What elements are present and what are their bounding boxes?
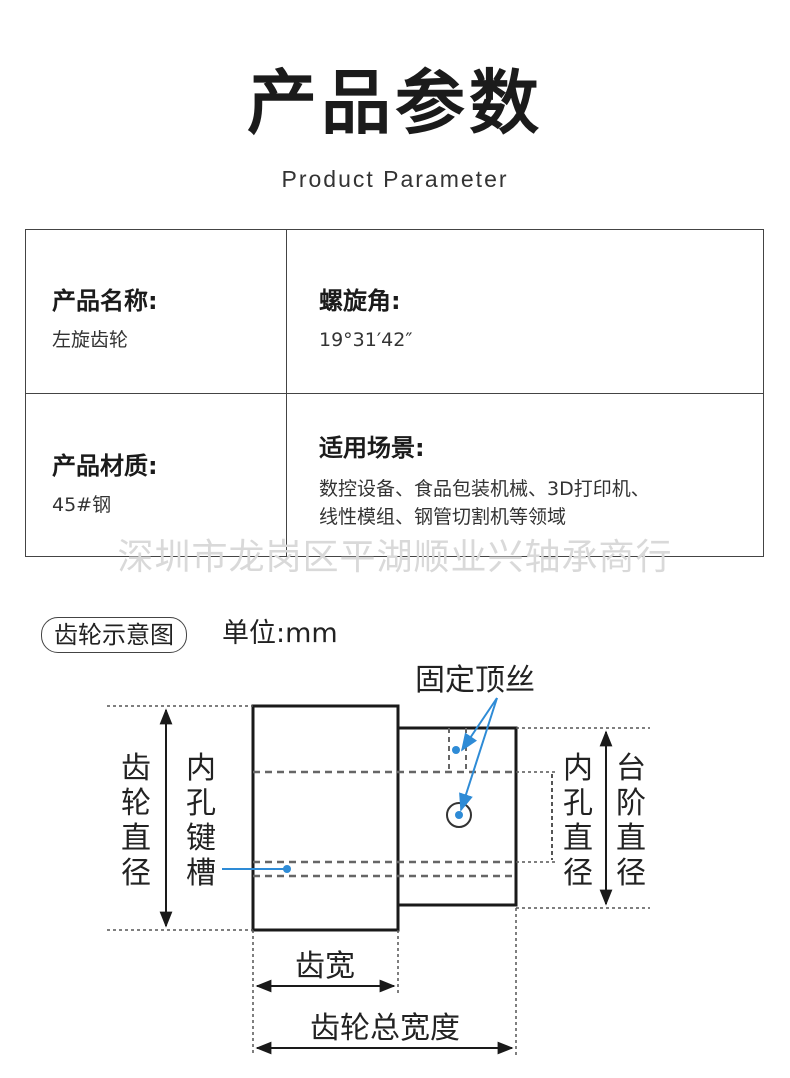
param-cell-product-name: 产品名称: 左旋齿轮	[52, 281, 158, 354]
label-char: 径	[563, 856, 593, 891]
unit-label: 单位:mm	[222, 618, 338, 649]
pointer-dot	[283, 865, 291, 873]
label-char: 内	[186, 751, 216, 786]
tooth-width-label: 齿宽	[295, 949, 355, 984]
set-screw-hole-icon	[446, 802, 472, 828]
label-char: 径	[616, 856, 646, 891]
param-label: 产品材质:	[52, 452, 158, 480]
param-value: 45#钢	[52, 494, 112, 516]
diagram-title-pill: 齿轮示意图	[41, 617, 187, 653]
param-label: 产品名称:	[52, 287, 158, 315]
label-char: 直	[563, 821, 593, 856]
set-screw-pointer-2	[459, 697, 498, 812]
label-char: 内	[563, 751, 593, 786]
bore-diameter-label: 内 孔 直 径	[563, 751, 593, 891]
label-char: 孔	[186, 786, 216, 821]
param-label: 螺旋角:	[319, 287, 401, 315]
label-char: 齿	[121, 751, 151, 786]
label-char: 孔	[563, 786, 593, 821]
pointer-dot	[452, 746, 460, 754]
param-cell-helix-angle: 螺旋角: 19°31′42″	[319, 281, 412, 354]
param-cell-application: 适用场景: 数控设备、食品包装机械、3D打印机、 线性模组、钢管切割机等领域	[319, 428, 650, 531]
label-char: 轮	[121, 786, 151, 821]
label-char: 直	[121, 821, 151, 856]
label-char: 直	[616, 821, 646, 856]
param-value: 19°31′42″	[319, 329, 413, 351]
param-value-line: 线性模组、钢管切割机等领域	[319, 506, 567, 528]
label-char: 槽	[186, 856, 216, 891]
gear-diameter-label: 齿 轮 直 径	[121, 751, 151, 891]
watermark: 深圳市龙岗区平湖顺业兴轴承商行	[117, 537, 673, 578]
label-char: 键	[186, 821, 216, 856]
table-divider-horizontal	[25, 393, 764, 394]
total-width-label: 齿轮总宽度	[310, 1011, 460, 1046]
gear-body	[251, 704, 400, 932]
label-char: 台	[616, 751, 646, 786]
param-value: 左旋齿轮	[52, 329, 129, 351]
param-label: 适用场景:	[319, 434, 425, 462]
param-cell-material: 产品材质: 45#钢	[52, 446, 158, 519]
step-diameter-label: 台 阶 直 径	[616, 751, 646, 891]
page-title: 产品参数	[247, 62, 543, 144]
gear-hub	[396, 726, 518, 907]
keyway-label: 内 孔 键 槽	[186, 751, 216, 891]
set-screw-center-dot	[455, 811, 463, 819]
page-subtitle: Product Parameter	[281, 166, 509, 192]
label-char: 阶	[616, 786, 646, 821]
set-screw-label: 固定顶丝	[415, 663, 535, 698]
set-screw-pointer-1	[460, 697, 498, 752]
param-value-multiline: 数控设备、食品包装机械、3D打印机、 线性模组、钢管切割机等领域	[319, 475, 650, 531]
label-char: 径	[121, 856, 151, 891]
param-value-line: 数控设备、食品包装机械、3D打印机、	[319, 478, 650, 500]
